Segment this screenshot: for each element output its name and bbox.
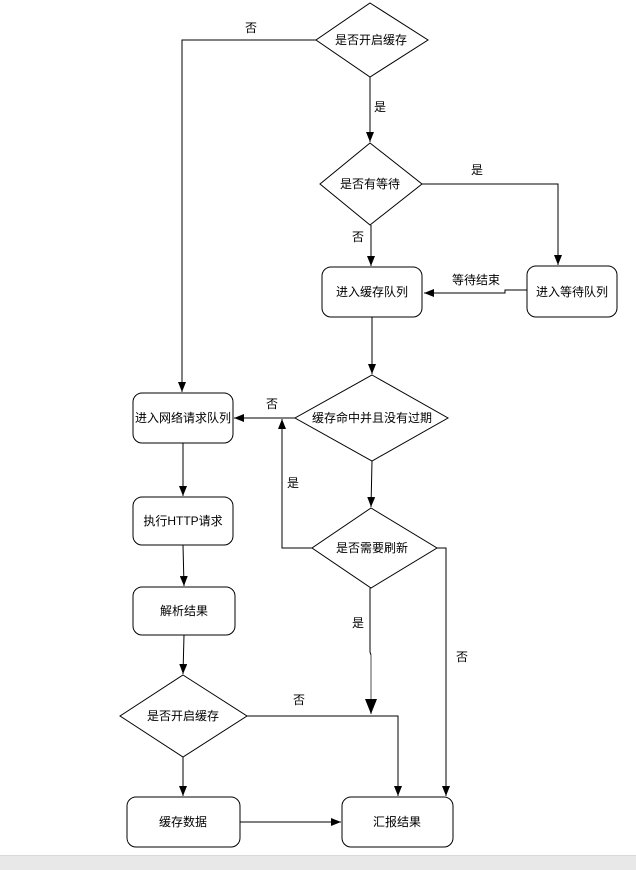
edge-label-no: 否 <box>293 693 305 707</box>
process-box <box>526 265 618 318</box>
process-box <box>321 266 423 318</box>
node-enter-network-queue: 进入网络请求队列 <box>132 392 234 444</box>
edge-parse-to-decision <box>179 634 188 675</box>
node-need-refresh: 是否需要刷新 <box>311 507 438 589</box>
node-label: 执行HTTP请求 <box>143 514 222 528</box>
node-cache-enabled-bottom: 是否开启缓存 <box>119 674 248 758</box>
node-has-waiting: 是否有等待 <box>319 142 423 226</box>
node-label: 缓存数据 <box>159 814 207 829</box>
edge-cache-enabled-no <box>178 39 316 392</box>
node-report-result: 汇报结果 <box>341 796 454 848</box>
node-label: 是否有等待 <box>340 177 400 191</box>
process-box <box>132 586 236 636</box>
node-label: 汇报结果 <box>373 814 421 829</box>
edge-label-no: 否 <box>266 397 278 411</box>
node-cache-data: 缓存数据 <box>126 796 241 848</box>
edge-refresh-no-right <box>437 547 450 796</box>
edge-label-yes: 是 <box>352 616 364 630</box>
edge-label-yes: 是 <box>374 100 386 114</box>
node-label: 是否需要刷新 <box>336 540 408 555</box>
node-parse-result: 解析结果 <box>132 586 236 636</box>
node-label: 进入缓存队列 <box>336 284 408 299</box>
node-label: 进入等待队列 <box>536 284 608 299</box>
node-label: 是否开启缓存 <box>335 33 407 47</box>
decision-diamond <box>119 674 248 758</box>
edge-enabled-no-right <box>247 715 402 796</box>
node-cache-enabled-top: 是否开启缓存 <box>315 2 429 78</box>
edge-label-no: 否 <box>456 650 468 664</box>
edge-http-to-parse <box>179 544 188 587</box>
edge-refresh-yes-left <box>278 419 312 549</box>
node-label: 是否开启缓存 <box>147 709 219 723</box>
node-label: 进入网络请求队列 <box>135 410 231 425</box>
decision-diamond <box>315 2 429 78</box>
process-box <box>132 496 234 546</box>
edge-has-waiting-yes <box>422 183 562 265</box>
decision-diamond <box>293 374 450 462</box>
edge-wait-end <box>424 289 527 297</box>
node-enter-cache-queue: 进入缓存队列 <box>321 266 423 318</box>
decision-diamond <box>319 142 423 226</box>
decision-diamond <box>311 507 438 589</box>
node-cache-hit-not-expired: 缓存命中并且没有过期 <box>293 374 450 462</box>
horizontal-scrollbar[interactable] <box>0 855 636 870</box>
edge-label-wait-end: 等待结束 <box>452 273 500 287</box>
edge-label-yes: 是 <box>471 163 483 177</box>
edge-label-no: 否 <box>245 21 257 35</box>
edge-hit-down <box>367 460 376 508</box>
edge-refresh-yes-down-upper <box>369 588 372 656</box>
process-box <box>126 796 241 848</box>
node-label: 解析结果 <box>160 604 208 618</box>
node-enter-wait-queue: 进入等待队列 <box>526 265 618 318</box>
process-box <box>341 796 454 848</box>
node-label: 缓存命中并且没有过期 <box>312 410 432 425</box>
edge-label-no: 否 <box>352 230 364 244</box>
edge-label-yes: 是 <box>287 476 299 490</box>
node-execute-http: 执行HTTP请求 <box>132 496 234 546</box>
process-box <box>132 392 234 444</box>
